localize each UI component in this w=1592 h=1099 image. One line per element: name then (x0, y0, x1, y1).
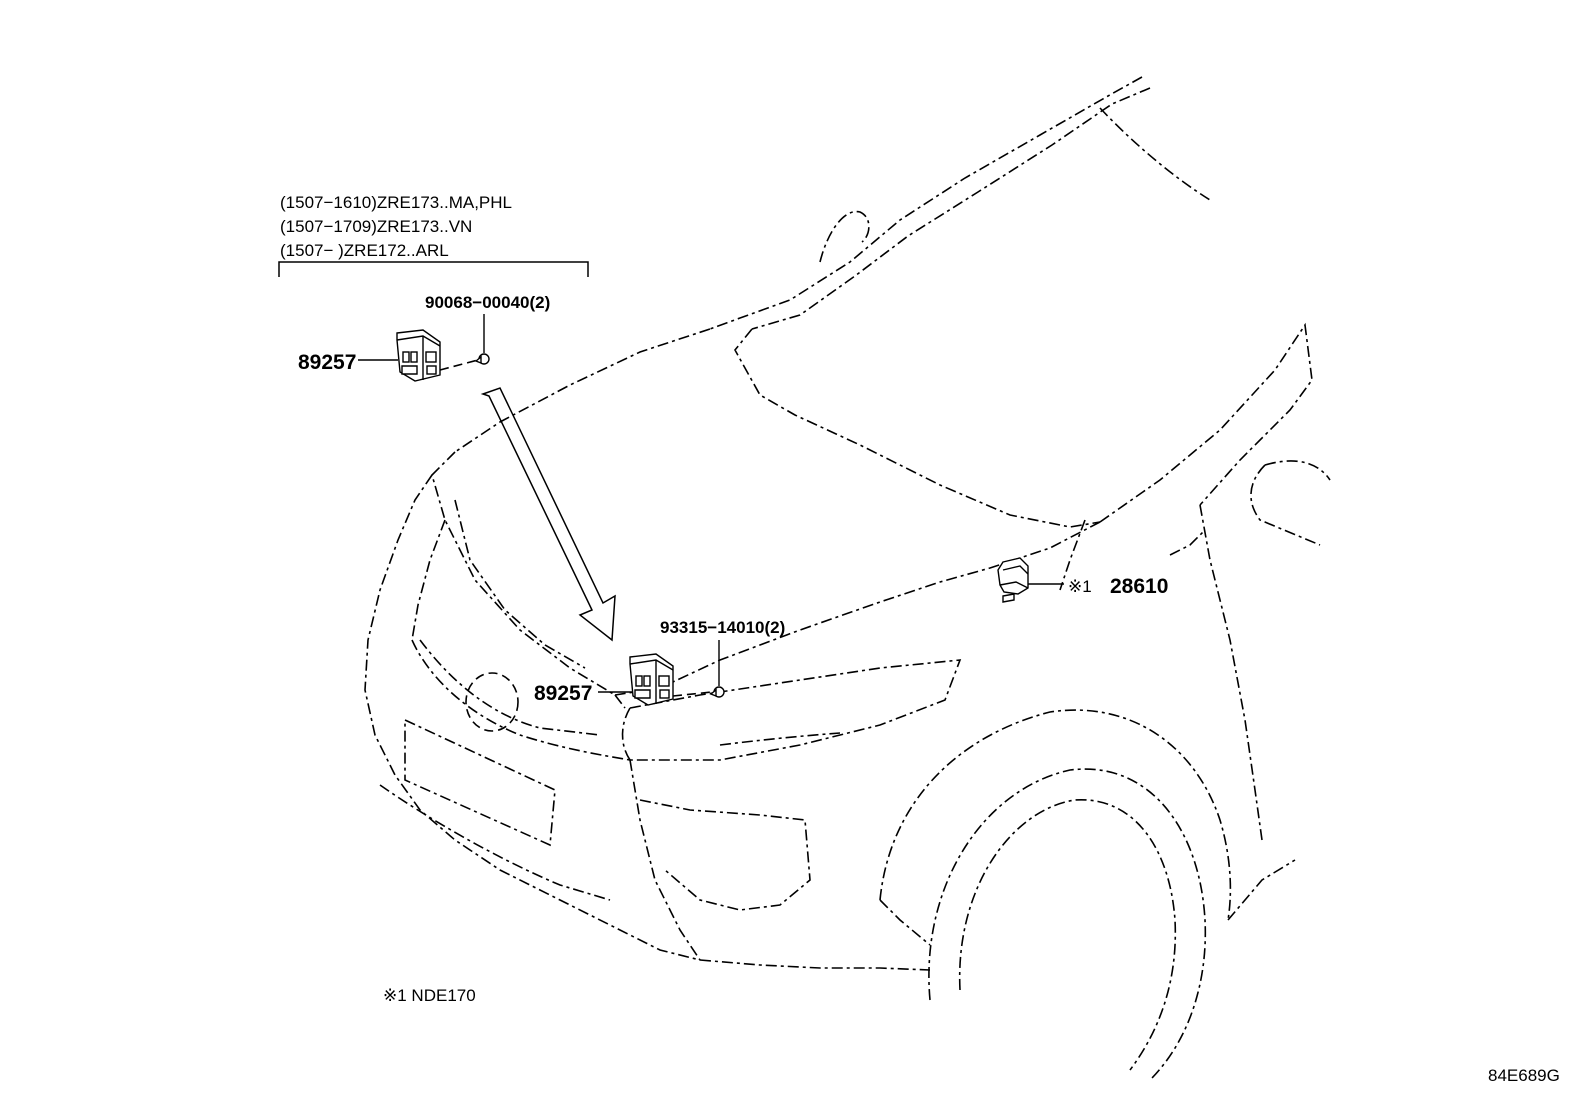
footnote: ※1 NDE170 (383, 986, 476, 1005)
condition-line-1: (1507−1610)ZRE173..MA,PHL (280, 193, 512, 212)
bolt-lower-icon (709, 686, 725, 698)
callout-sensor-right-mark: ※1 (1068, 577, 1092, 596)
callout-sensor-upper: 89257 (298, 351, 356, 374)
condition-bracket (278, 261, 589, 277)
sensor-28610-icon (997, 557, 1029, 603)
car-body-outline (364, 76, 1331, 1081)
screw-upper-icon (474, 353, 490, 365)
callout-sensor-lower: 89257 (534, 682, 592, 705)
sensor-89257-upper-icon (396, 329, 441, 382)
sensor-89257-lower-icon (629, 653, 674, 706)
condition-line-2: (1507−1709)ZRE173..VN (280, 217, 472, 236)
callout-screw-upper: 90068−00040(2) (425, 293, 550, 312)
callout-bolt-lower: 93315−14010(2) (660, 618, 785, 637)
figure-code: 84E689G (1488, 1066, 1560, 1085)
condition-line-3: (1507− )ZRE172..ARL (280, 241, 449, 260)
fastening-line-lower (672, 691, 713, 697)
fastening-line-upper (439, 359, 479, 371)
callout-sensor-right: 28610 (1110, 575, 1168, 598)
direction-arrow (480, 387, 616, 642)
